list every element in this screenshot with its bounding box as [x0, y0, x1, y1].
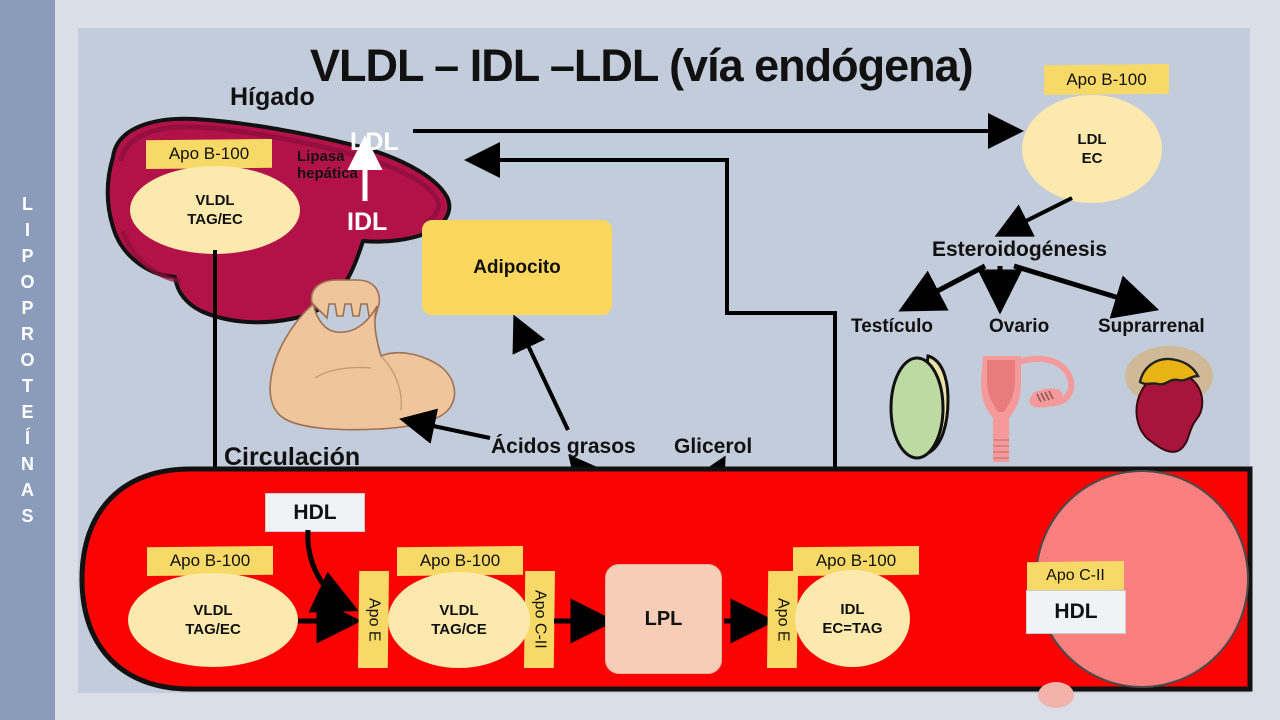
hdl-box-right: HDL [1026, 590, 1126, 634]
sidebar-letter: L [22, 194, 33, 214]
lipasa-hepatica-label-line2: hepática [297, 165, 358, 182]
particle-ldl-circle: LDL EC [1022, 95, 1162, 203]
particle-line-1: VLDL [193, 602, 233, 619]
lpl-box: LPL [605, 564, 722, 674]
arrow-vldl1-to-vldl2 [298, 598, 362, 644]
page-title: VLDL – IDL –LDL (vía endógena) [310, 40, 974, 91]
sidebar-letter: P [21, 246, 34, 266]
particle-line-1: VLDL [439, 602, 479, 619]
esteroidogenesis-label: Esteroidogénesis [932, 238, 1108, 261]
idl-to-ldl-arrow [347, 135, 383, 201]
arrow-vldl2-to-lpl [554, 598, 616, 644]
sidebar-letter: R [21, 324, 34, 344]
sidebar-letter: N [21, 454, 34, 474]
particle-line-2: EC [1081, 150, 1103, 167]
suprarrenal-label: Suprarrenal [1098, 316, 1205, 337]
vessel-shadow-dot [1038, 682, 1074, 708]
apo-tag-blood-idl-left: Apo E [767, 571, 798, 668]
lipasa-hepatica-label-line1: Lipasa [297, 148, 345, 165]
apo-tag-hdl-right: Apo C-II [1027, 561, 1124, 591]
particle-line-1: LDL [1077, 131, 1107, 148]
particle-blood-idl: IDL EC=TAG [795, 570, 910, 667]
hdl-box-left: HDL [265, 493, 365, 532]
ovary-uterus-illustration [981, 355, 1075, 462]
liver-label: Hígado [230, 83, 315, 111]
arrow-lpl-to-idl [724, 598, 776, 644]
sidebar-letter: E [21, 402, 34, 422]
sidebar-letter: T [22, 376, 33, 396]
sidebar-letter: A [21, 480, 34, 500]
particle-liver-vldl: VLDL TAG/EC [130, 166, 300, 254]
apo-tag-blood-vldl2-left: Apo E [358, 571, 389, 668]
particle-blood-vldl2: VLDL TAG/CE [388, 572, 530, 668]
particle-line-2: EC=TAG [822, 619, 883, 637]
sidebar-letter: O [20, 350, 35, 370]
sidebar-letter: S [21, 506, 34, 526]
apo-tag-liver-vldl: Apo B-100 [146, 139, 272, 169]
apo-tag-ldl-circle: Apo B-100 [1044, 64, 1169, 95]
circulacion-label: Circulación [224, 443, 361, 471]
ovario-label: Ovario [989, 316, 1050, 337]
adrenal-gland-illustration [1125, 346, 1213, 453]
particle-line-1: VLDL [195, 192, 235, 209]
apo-tag-blood-vldl1: Apo B-100 [147, 546, 273, 576]
liver-idl-label: IDL [347, 208, 388, 236]
particle-line-2: TAG/CE [431, 621, 487, 638]
apo-tag-blood-vldl2-top: Apo B-100 [397, 546, 523, 576]
particle-blood-vldl1: VLDL TAG/EC [128, 573, 298, 667]
sidebar-letter: O [20, 272, 35, 292]
testiculo-label: Testículo [851, 316, 933, 337]
sidebar-letter: I [24, 220, 30, 240]
sidebar-letter: P [21, 298, 34, 318]
particle-line-2: TAG/EC [187, 211, 243, 228]
glicerol-label: Glicerol [674, 435, 753, 458]
particle-line-2: TAG/EC [185, 621, 241, 638]
acidos-grasos-label: Ácidos grasos [491, 435, 636, 458]
sidebar-letter: Í [24, 428, 30, 448]
particle-line-1: IDL [840, 600, 865, 618]
muscle-arm-illustration [269, 279, 456, 431]
sidebar-lipoproteinas: L I P O P R O T E Í N A S [0, 0, 55, 720]
testis-illustration [889, 354, 950, 460]
